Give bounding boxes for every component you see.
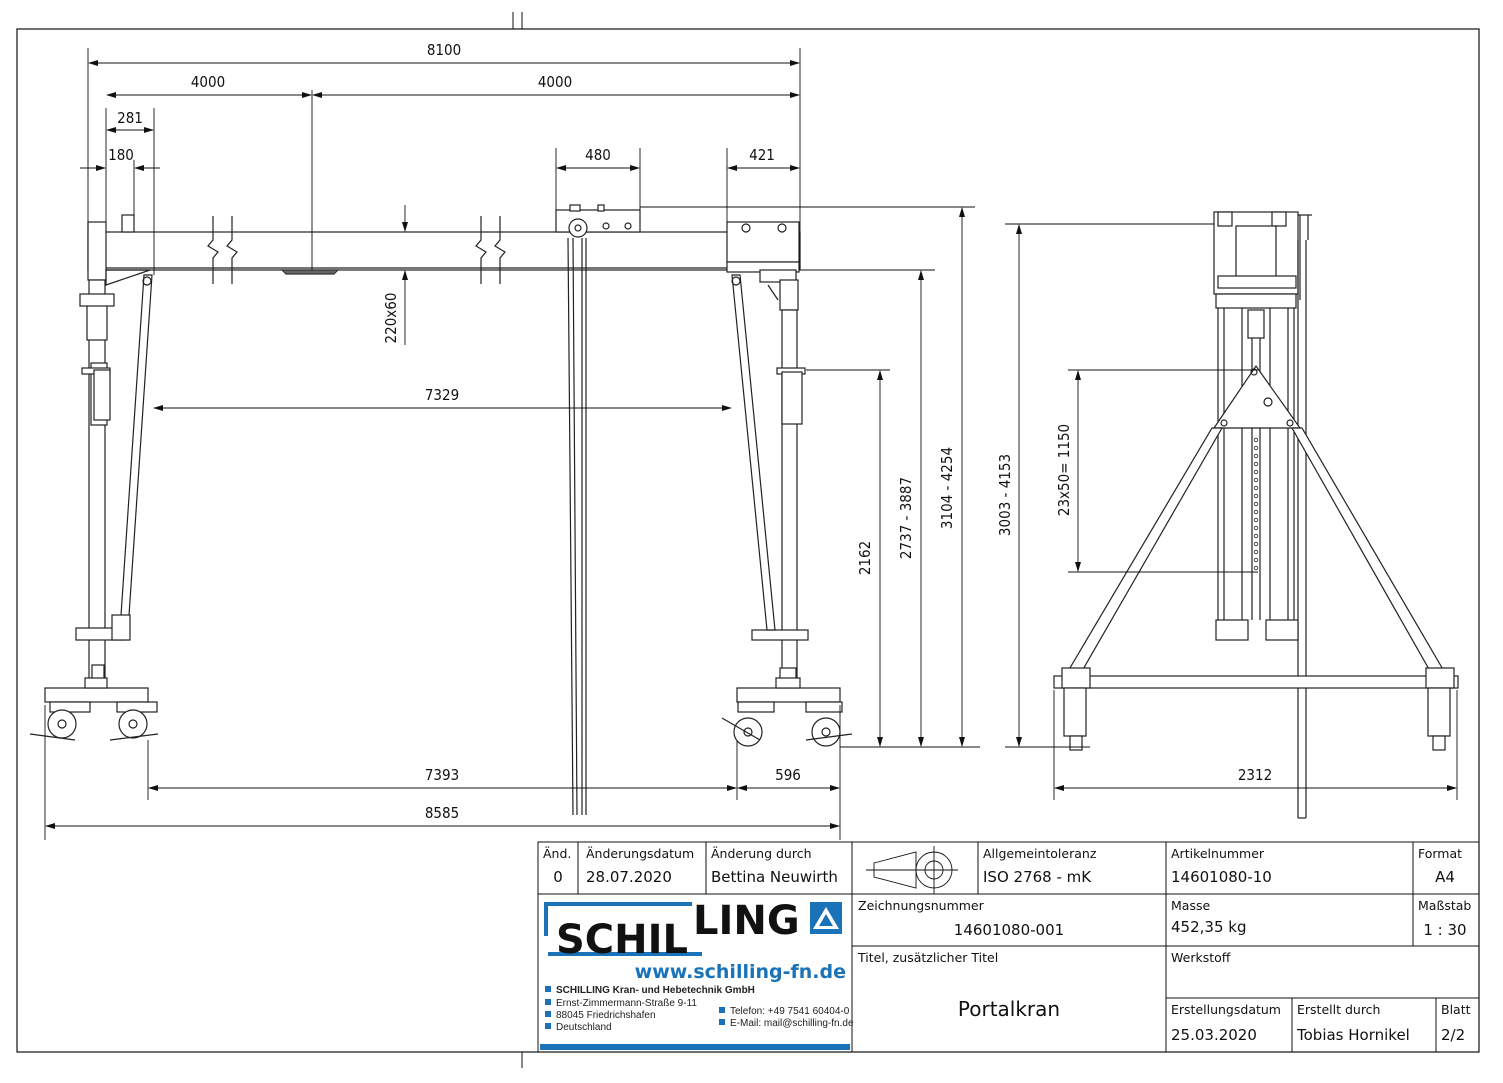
sheet-header: Blatt [1441,1002,1471,1017]
mass-header: Masse [1171,898,1210,913]
logo-brand-left: SCHIL [556,917,688,963]
bullet-icon [545,999,551,1005]
front-view-dimensions [44,48,980,840]
front-view-dimension-labels: 8100 4000 4000 281 180 480 421 220x60 73… [108,41,956,822]
change-date-value: 28.07.2020 [586,868,672,886]
bullet-icon [719,1007,725,1013]
format-header: Format [1418,846,1462,861]
hole-pattern [1253,437,1259,571]
format-value: A4 [1435,868,1455,886]
bullet-icon [545,1023,551,1029]
mass-value: 452,35 kg [1171,918,1246,936]
change-by-header: Änderung durch [711,846,812,861]
created-date-value: 25.03.2020 [1171,1026,1257,1044]
created-by-header: Erstellt durch [1297,1002,1380,1017]
front-view [29,204,853,816]
dim-overall-top: 8100 [427,41,461,59]
drawing-no-header: Zeichnungsnummer [858,898,985,913]
company-phone: Telefon: +49 7541 60404-0 [730,1006,850,1017]
article-value: 14601080-10 [1171,868,1272,886]
bullet-icon [545,986,551,992]
bullet-icon [545,1011,551,1017]
logo-bracket-left [544,902,692,936]
bullet-icon [719,1019,725,1025]
rev-value: 0 [553,868,563,886]
side-view-dimensions [1005,223,1458,800]
logo-underline [548,952,702,956]
article-header: Artikelnummer [1171,846,1265,861]
rev-header: Änd. [543,846,571,861]
created-by-value: Tobias Hornikel [1296,1026,1410,1044]
company-city: 88045 Friedrichshafen [556,1010,656,1021]
dim-180: 180 [108,146,134,164]
dim-hole-pattern: 23x50= 1150 [1055,424,1073,516]
dim-half-left: 4000 [191,73,225,91]
dim-wheel-base: 596 [775,766,801,784]
company-country: Deutschland [556,1022,612,1033]
dim-end-width: 421 [749,146,775,164]
sheet-value: 2/2 [1441,1026,1465,1044]
company-email: E-Mail: mail@schilling-fn.de [730,1018,854,1029]
title-header: Titel, zusätzlicher Titel [857,950,998,965]
dim-281: 281 [117,109,143,127]
dim-wheel-span: 7393 [425,766,459,784]
logo-brand-right: LING [693,898,800,944]
side-view [1053,211,1459,819]
dim-beam-profile: 220x60 [382,293,400,344]
created-date-header: Erstellungsdatum [1171,1002,1281,1017]
company-name: SCHILLING Kran- und Hebetechnik GmbH [556,985,755,996]
company-logo: SCHIL LING www.schilling-fn.de SCHILLING… [540,896,854,1050]
tolerance-value: ISO 2768 - mK [983,868,1092,886]
dim-height-2162: 2162 [856,541,874,575]
dim-clear-span: 7329 [425,386,459,404]
drawing-no-value: 14601080-001 [954,921,1064,939]
tolerance-header: Allgemeintoleranz [983,846,1097,861]
projection-symbol-icon [866,846,958,894]
title-block-text: Änd. 0 Änderungsdatum 28.07.2020 Änderun… [543,846,1471,1044]
dim-half-right: 4000 [538,73,572,91]
logo-bottom-bar [540,1044,850,1050]
dim-overall-bottom: 8585 [425,804,459,822]
dim-height-2737: 2737 - 3887 [897,477,915,559]
logo-website: www.schilling-fn.de [635,961,846,983]
dim-side-width: 2312 [1238,766,1272,784]
dim-height-3104: 3104 - 4254 [938,447,956,529]
company-street: Ernst-Zimmermann-Straße 9-11 [556,998,697,1009]
drawing-title: Portalkran [958,997,1060,1021]
dim-trolley-width: 480 [585,146,611,164]
scale-value: 1 : 30 [1423,921,1466,939]
material-header: Werkstoff [1171,950,1231,965]
scale-header: Maßstab [1418,898,1471,913]
side-view-dimension-labels: 3003 - 4153 23x50= 1150 2312 [996,424,1272,784]
beam-break-marks [207,216,506,284]
change-by-value: Bettina Neuwirth [711,868,838,886]
title-block [537,841,1480,1053]
dim-side-height: 3003 - 4153 [996,454,1014,536]
change-date-header: Änderungsdatum [586,846,694,861]
